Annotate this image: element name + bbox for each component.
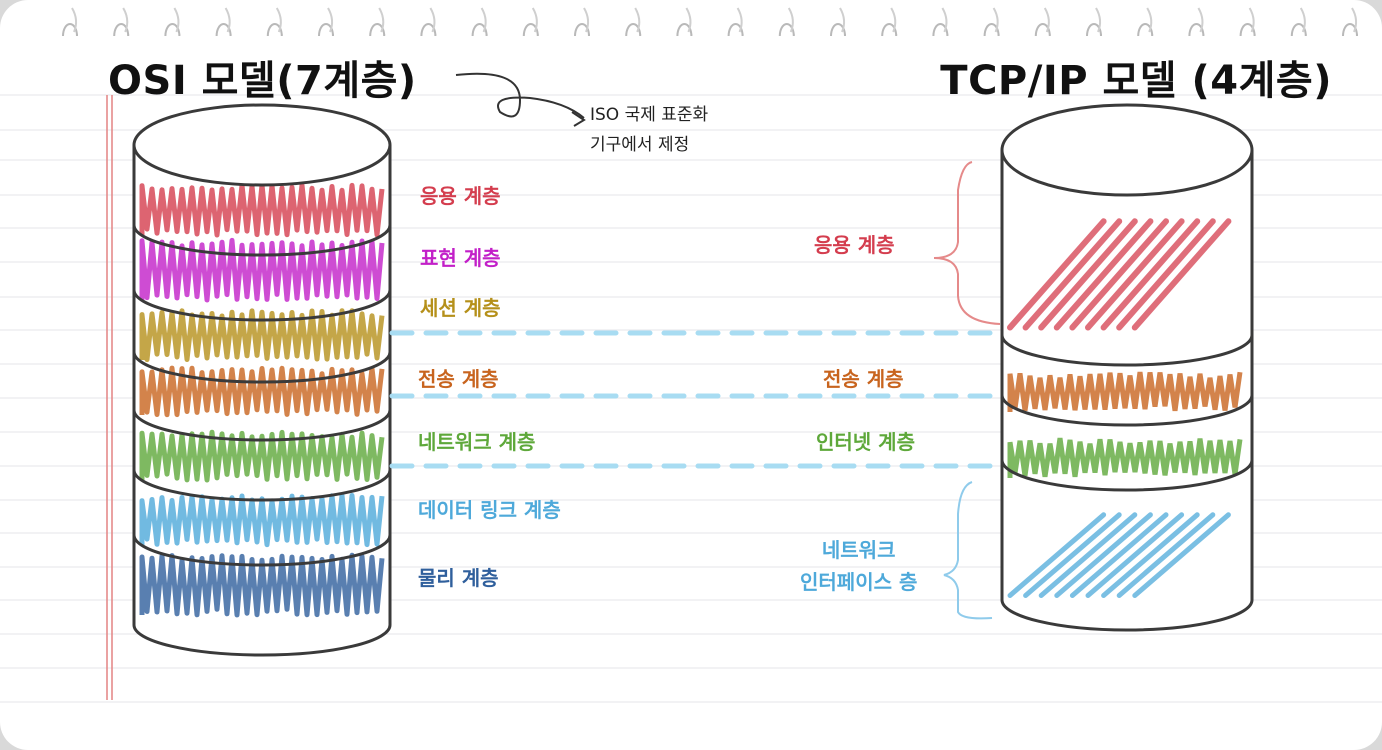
osi-cylinder-top [134, 105, 390, 185]
tcp-layer-transport: 전송 계층 [823, 363, 904, 392]
osi-layer-data-link: 데이터 링크 계층 [418, 494, 561, 523]
binder-hole [430, 8, 434, 32]
binder-hole [942, 8, 946, 32]
binder-hole [277, 8, 281, 32]
binder-hole [1198, 8, 1202, 32]
application-layer-brace [934, 162, 1000, 324]
binder-hole [1301, 8, 1305, 32]
binder-hole [994, 8, 998, 32]
tcpip-model-title: TCP/IP 모델 (4계층) [940, 48, 1332, 106]
binder-hole [584, 8, 588, 32]
network-interface-brace [944, 482, 992, 618]
iso-note-line1: ISO 국제 표준화 [590, 100, 708, 130]
osi-layer-application: 응용 계층 [420, 180, 501, 209]
binder-hole [1045, 8, 1049, 32]
binder-hole [226, 8, 230, 32]
binder-hole [328, 8, 332, 32]
binder-hole [635, 8, 639, 32]
iso-note-line2: 기구에서 제정 [590, 130, 708, 160]
binder-hole [891, 8, 895, 32]
tcp-cylinder [1002, 105, 1252, 630]
binder-hole [1352, 8, 1356, 32]
osi-layer-session: 세션 계층 [420, 292, 501, 321]
binder-hole [1250, 8, 1254, 32]
osi-layer-presentation: 표현 계층 [420, 242, 501, 271]
binder-hole [1096, 8, 1100, 32]
binder-hole [72, 8, 76, 32]
osi-cylinder [134, 105, 390, 655]
tcp-layer-internet: 인터넷 계층 [816, 426, 915, 455]
binder-hole [533, 8, 537, 32]
tcp-cylinder-top [1002, 105, 1252, 195]
osi-model-title: OSI 모델(7계층) [108, 48, 417, 106]
binder-holes [63, 8, 1357, 36]
tcp-layer-network-interface-line2: 인터페이스 층 [800, 566, 917, 598]
osi-layer-physical: 물리 계층 [418, 562, 499, 591]
binder-hole [123, 8, 127, 32]
tcp-layer-application: 응용 계층 [814, 229, 895, 258]
binder-hole [686, 8, 690, 32]
binder-hole [482, 8, 486, 32]
osi-layer-transport: 전송 계층 [418, 363, 499, 392]
note-arrow [456, 74, 584, 118]
binder-hole [840, 8, 844, 32]
binder-hole [738, 8, 742, 32]
osi-layer-network: 네트워크 계층 [418, 426, 535, 455]
iso-note: ISO 국제 표준화 기구에서 제정 [590, 100, 708, 160]
binder-hole [789, 8, 793, 32]
binder-hole [379, 8, 383, 32]
tcp-layer-network-interface-line1: 네트워크 [800, 534, 917, 566]
binder-hole [174, 8, 178, 32]
tcp-layer-network-interface: 네트워크 인터페이스 층 [800, 534, 917, 598]
binder-hole [1147, 8, 1151, 32]
